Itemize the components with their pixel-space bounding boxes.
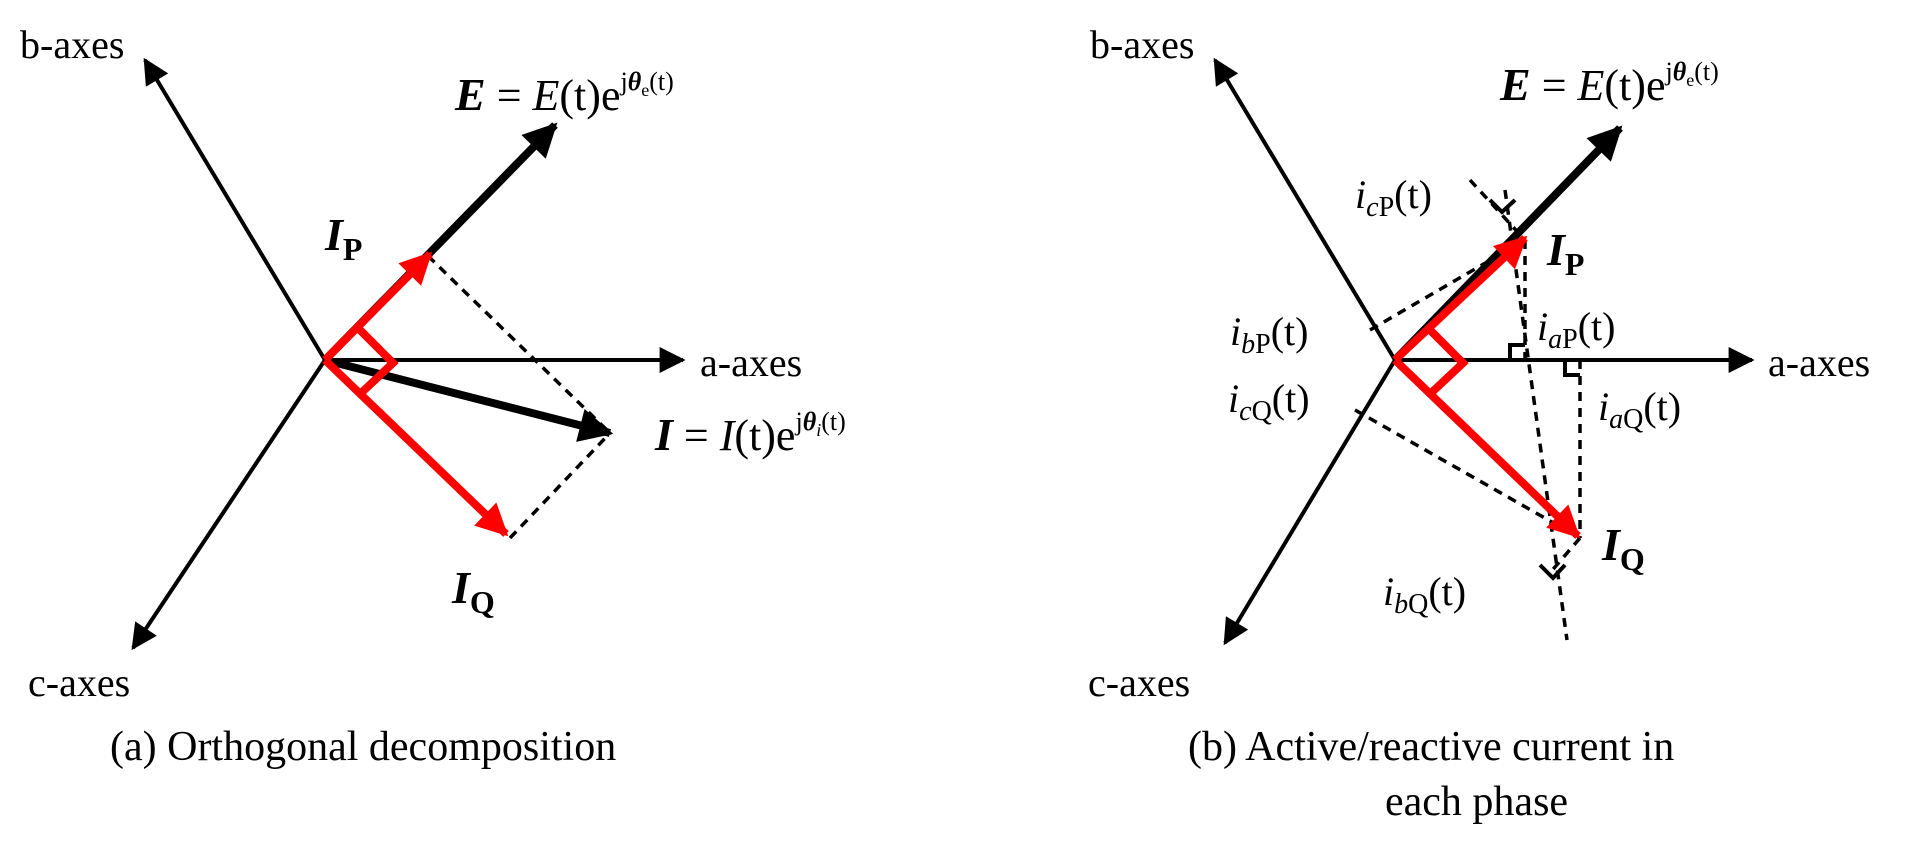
panel-b-dashed-icq [1354, 408, 1581, 540]
panel-b-a-axis-label: a-axes [1768, 340, 1870, 385]
panel-a: b-axes a-axes c-axes E = E(t)ejθe(t) I =… [20, 22, 846, 770]
panel-a-i-vector [324, 356, 614, 442]
panel-b-iq-label: IQ [1601, 519, 1645, 577]
panel-b-dashed-ibp [1369, 238, 1526, 332]
panel-a-right-angle-marker [354, 324, 399, 398]
panel-b: b-axes a-axes c-axes E = E(t)ejθe(t) IP … [1088, 22, 1870, 825]
panel-b-dashed-ibq [1547, 536, 1582, 576]
panel-b-icp-label: icP(t) [1355, 172, 1432, 223]
panel-b-ip-label: IP [1546, 224, 1584, 282]
panel-a-e-equation: E = E(t)ejθe(t) [454, 67, 674, 120]
panel-b-iq-vector [1392, 357, 1581, 539]
panel-b-e-equation: E = E(t)ejθe(t) [1499, 57, 1719, 110]
panel-b-c-axis-line [1223, 358, 1397, 646]
panel-b-c-axis-label: c-axes [1088, 660, 1190, 705]
panel-a-c-axis-line [131, 358, 327, 651]
panel-a-caption: (a) Orthogonal decomposition [110, 724, 616, 770]
panel-b-ibp-label: ibP(t) [1230, 309, 1308, 360]
panel-b-ibq-label: ibQ(t) [1383, 569, 1466, 620]
panel-a-i-equation: I = I(t)ejθi(t) [654, 407, 846, 460]
panel-b-tick-iaq [1563, 360, 1580, 377]
panel-a-c-axis-label: c-axes [28, 660, 130, 705]
panel-b-caption-line1: (b) Active/reactive current in [1188, 724, 1674, 770]
panel-a-dashed-ip-to-i [426, 254, 612, 435]
panel-a-b-axis-label: b-axes [20, 22, 124, 67]
panel-b-icq-label: icQ(t) [1228, 376, 1310, 427]
panel-b-tick-icp [1488, 198, 1517, 215]
panel-b-dashed-c-perp [1503, 189, 1569, 641]
panel-a-iq-label: IQ [451, 562, 495, 620]
panel-a-b-axis-line [143, 57, 327, 362]
panel-b-iaq-label: iaQ(t) [1598, 384, 1681, 435]
panel-a-ip-label: IP [324, 209, 362, 267]
panel-b-right-angle-marker [1424, 324, 1469, 398]
panel-a-ip-vector [322, 251, 433, 363]
panel-a-iq-vector [322, 357, 509, 537]
panel-b-tick-iap [1508, 343, 1525, 360]
panel-a-a-axis-label: a-axes [700, 340, 802, 385]
panel-b-b-axis-line [1213, 57, 1397, 362]
panel-a-dashed-iq-to-i [508, 431, 612, 540]
panel-b-tick-ibq [1538, 563, 1567, 581]
panel-b-iap-label: iaP(t) [1537, 304, 1615, 355]
panel-b-ip-vector [1392, 235, 1528, 363]
panel-b-caption-line2: each phase [1385, 779, 1568, 825]
panel-b-b-axis-label: b-axes [1090, 22, 1194, 67]
